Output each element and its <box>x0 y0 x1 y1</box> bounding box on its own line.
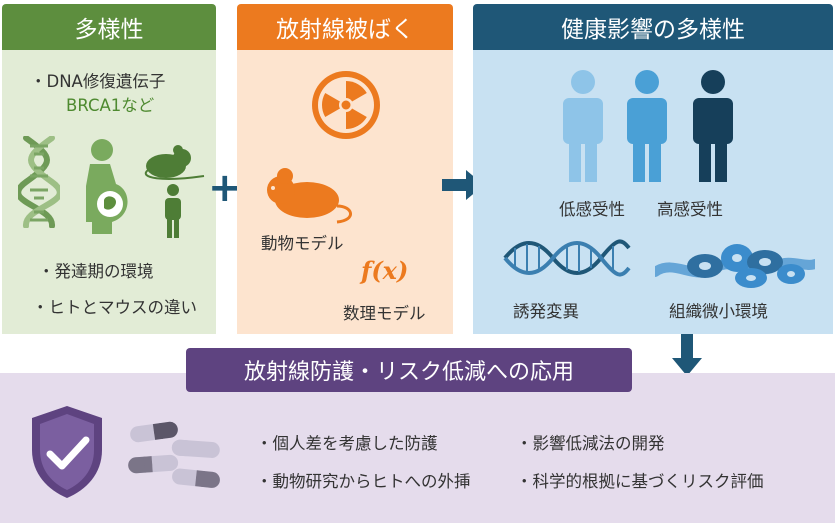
human-icon <box>165 184 181 238</box>
radiation-panel: 放射線被ばく 動物モデル f(x) 数理モデル <box>237 4 453 334</box>
diversity-panel: 多様性 ・DNA修復遺伝子 BRCA1など <box>2 4 216 334</box>
low-sensitivity-text: 低感受性 <box>559 200 625 219</box>
health-effects-panel: 健康影響の多様性 低感受性 高感受性 <box>473 4 833 334</box>
developmental-environment-text: ・発達期の環境 <box>38 262 154 281</box>
arrow-down-icon <box>672 334 702 376</box>
human-mouse-difference-text: ・ヒトとマウスの違い <box>32 298 197 317</box>
pills-icon <box>128 421 220 488</box>
tissue-microenvironment-text: 組織微小環境 <box>669 302 768 321</box>
diversity-body: ・DNA修復遺伝子 BRCA1など <box>2 50 216 334</box>
application-item-extrapolation: ・動物研究からヒトへの外挿 <box>256 472 471 491</box>
brca1-text: BRCA1など <box>66 96 155 115</box>
pregnant-woman-icon <box>86 139 128 234</box>
application-item-risk-assessment: ・科学的根拠に基づくリスク評価 <box>516 472 764 491</box>
health-effects-body: 低感受性 高感受性 <box>473 50 833 334</box>
person-dark-icon <box>693 70 733 182</box>
formula-fx: f(x) <box>361 256 409 285</box>
shield-check-icon <box>32 406 102 498</box>
dna-repair-gene-text: ・DNA修復遺伝子 <box>30 72 166 91</box>
diversity-title: 多様性 <box>2 4 216 50</box>
dna-strand-icon <box>503 239 631 277</box>
person-medium-icon <box>627 70 667 182</box>
math-model-text: 数理モデル <box>343 304 426 323</box>
application-title: 放射線防護・リスク低減への応用 <box>186 348 632 392</box>
cells-icon <box>655 244 815 288</box>
mouse-icon <box>144 145 205 180</box>
induced-mutation-text: 誘発変異 <box>513 302 579 321</box>
application-item-mitigation: ・影響低減法の開発 <box>516 434 665 453</box>
dna-helix-icon <box>18 136 60 228</box>
lab-mouse-icon <box>267 168 352 224</box>
high-sensitivity-text: 高感受性 <box>657 200 723 219</box>
health-effects-title: 健康影響の多様性 <box>473 4 833 50</box>
radiation-symbol-icon <box>312 71 380 139</box>
animal-model-text: 動物モデル <box>261 234 344 253</box>
plus-operator: + <box>208 165 242 211</box>
application-item-individual-protection: ・個人差を考慮した防護 <box>256 434 438 453</box>
radiation-body: 動物モデル f(x) 数理モデル <box>237 50 453 334</box>
radiation-title: 放射線被ばく <box>237 4 453 50</box>
application-band <box>0 373 835 523</box>
person-light-icon <box>563 70 603 182</box>
